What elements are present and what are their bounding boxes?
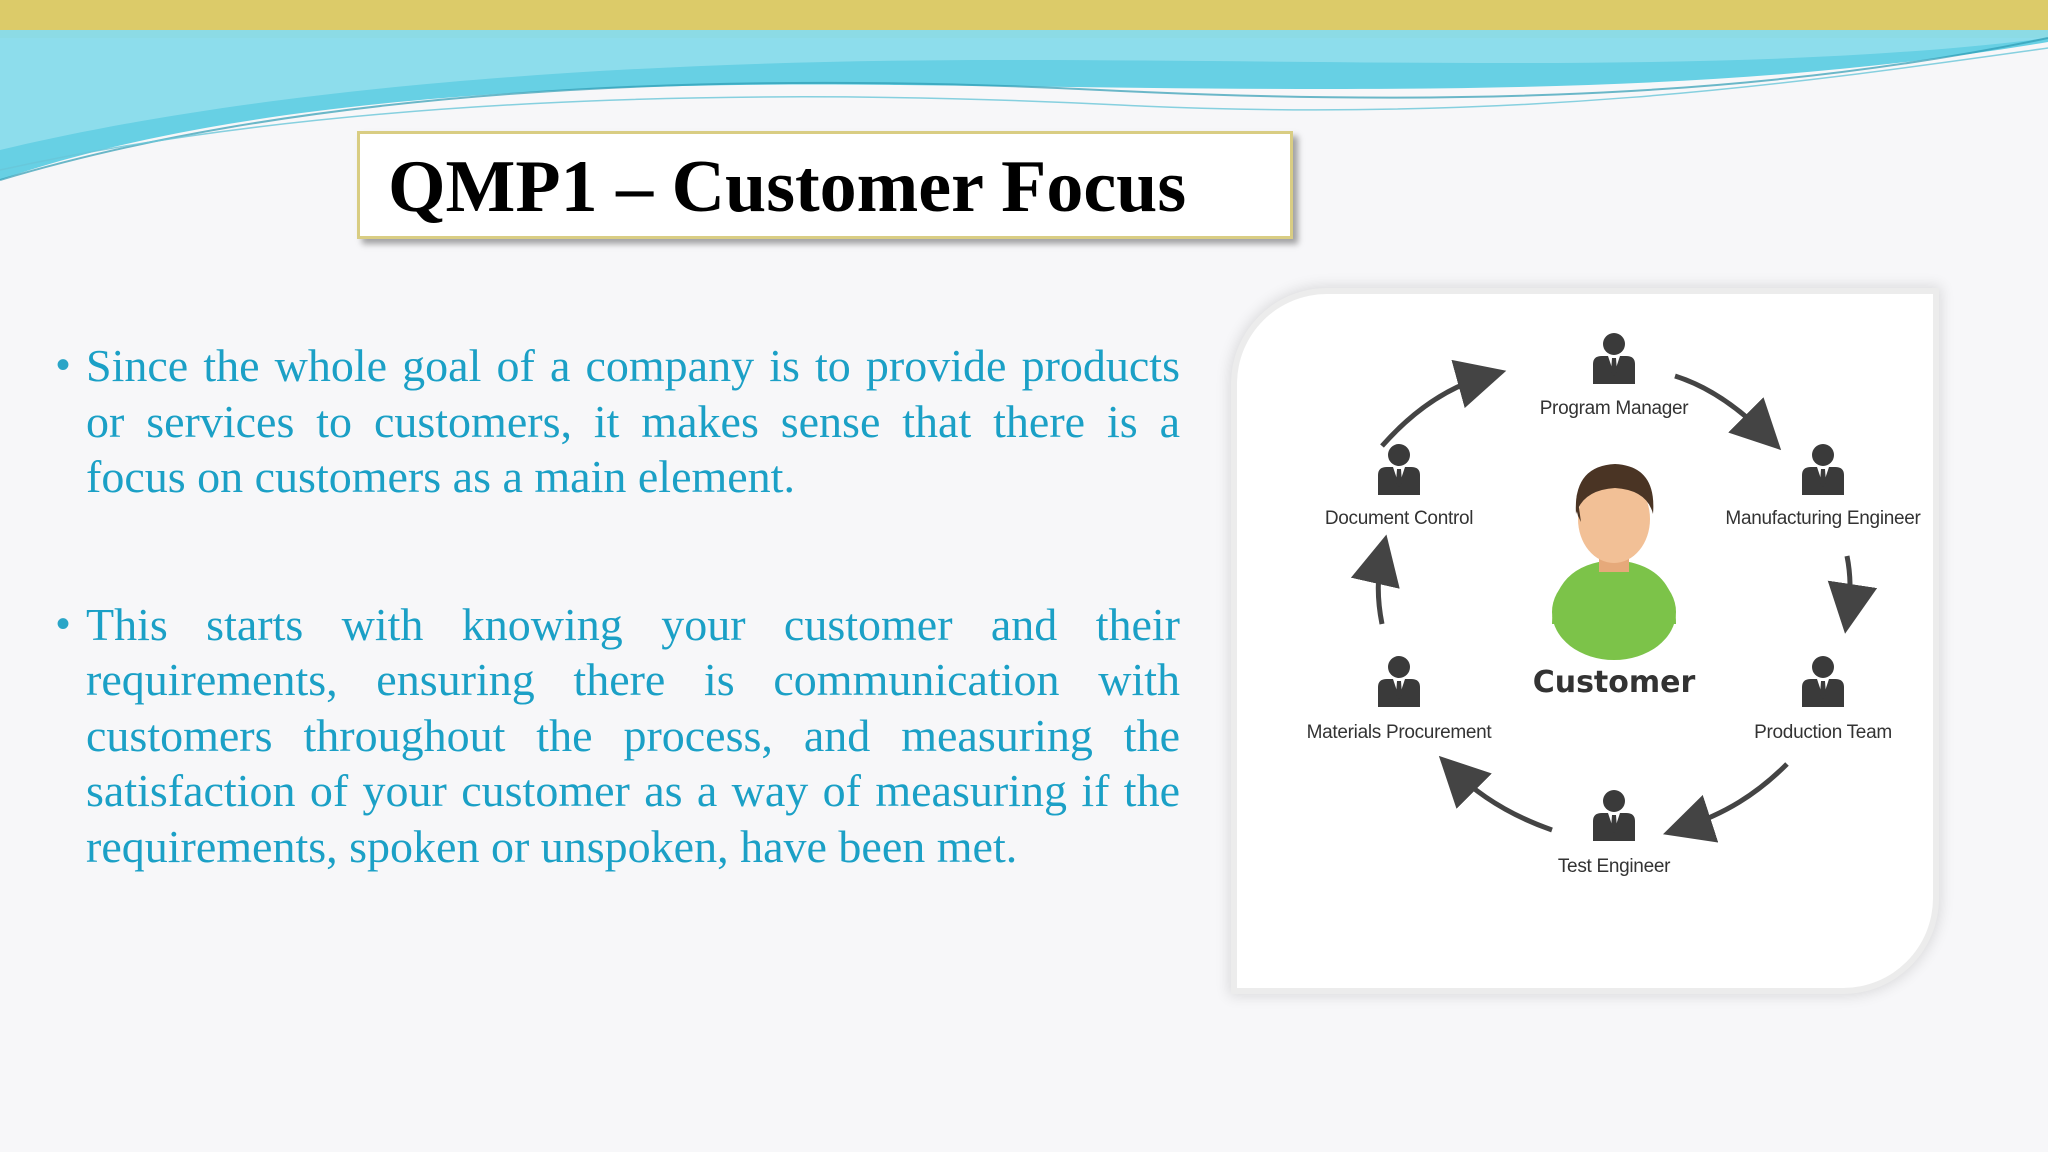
materials-procurement-icon <box>1378 656 1420 707</box>
arrow-icon <box>1827 555 1878 634</box>
bullet-marker: • <box>56 601 71 646</box>
test-engineer-icon <box>1593 790 1635 841</box>
program-manager-icon <box>1593 333 1635 384</box>
bullet-item: • This starts with knowing your customer… <box>52 597 1180 875</box>
title-box: QMP1 – Customer Focus <box>357 131 1293 239</box>
customer-label: Customer <box>1532 665 1696 700</box>
role-label-document-control: Document Control <box>1324 508 1474 529</box>
bullet-item: • Since the whole goal of a company is t… <box>52 338 1180 505</box>
customer-avatar-icon <box>1552 464 1676 660</box>
bullet-marker: • <box>56 343 71 387</box>
arrow-icon <box>1380 359 1507 448</box>
bullet-text: This starts with knowing your customer a… <box>86 598 1180 872</box>
arrow-icon <box>1674 373 1782 451</box>
role-label-production-team: Production Team <box>1754 722 1892 743</box>
role-label-materials-procurement: Materials Procurement <box>1306 722 1492 743</box>
arrow-icon <box>1350 534 1400 625</box>
manufacturing-engineer-icon <box>1802 444 1844 495</box>
bullet-list: • Since the whole goal of a company is t… <box>52 338 1180 966</box>
bullet-text: Since the whole goal of a company is to … <box>86 340 1180 502</box>
customer-focus-diagram: Program Manager Manufacturing Engineer P… <box>1237 294 1933 988</box>
role-label-test-engineer: Test Engineer <box>1557 856 1671 877</box>
role-label-manufacturing-engineer: Manufacturing Engineer <box>1725 508 1921 529</box>
role-label-program-manager: Program Manager <box>1539 398 1689 419</box>
arrow-icon <box>1662 762 1789 843</box>
slide-title: QMP1 – Customer Focus <box>388 146 1187 228</box>
decorative-wave <box>0 30 2048 181</box>
arrow-icon <box>1438 755 1553 833</box>
document-control-icon <box>1378 444 1420 495</box>
production-team-icon <box>1802 656 1844 707</box>
